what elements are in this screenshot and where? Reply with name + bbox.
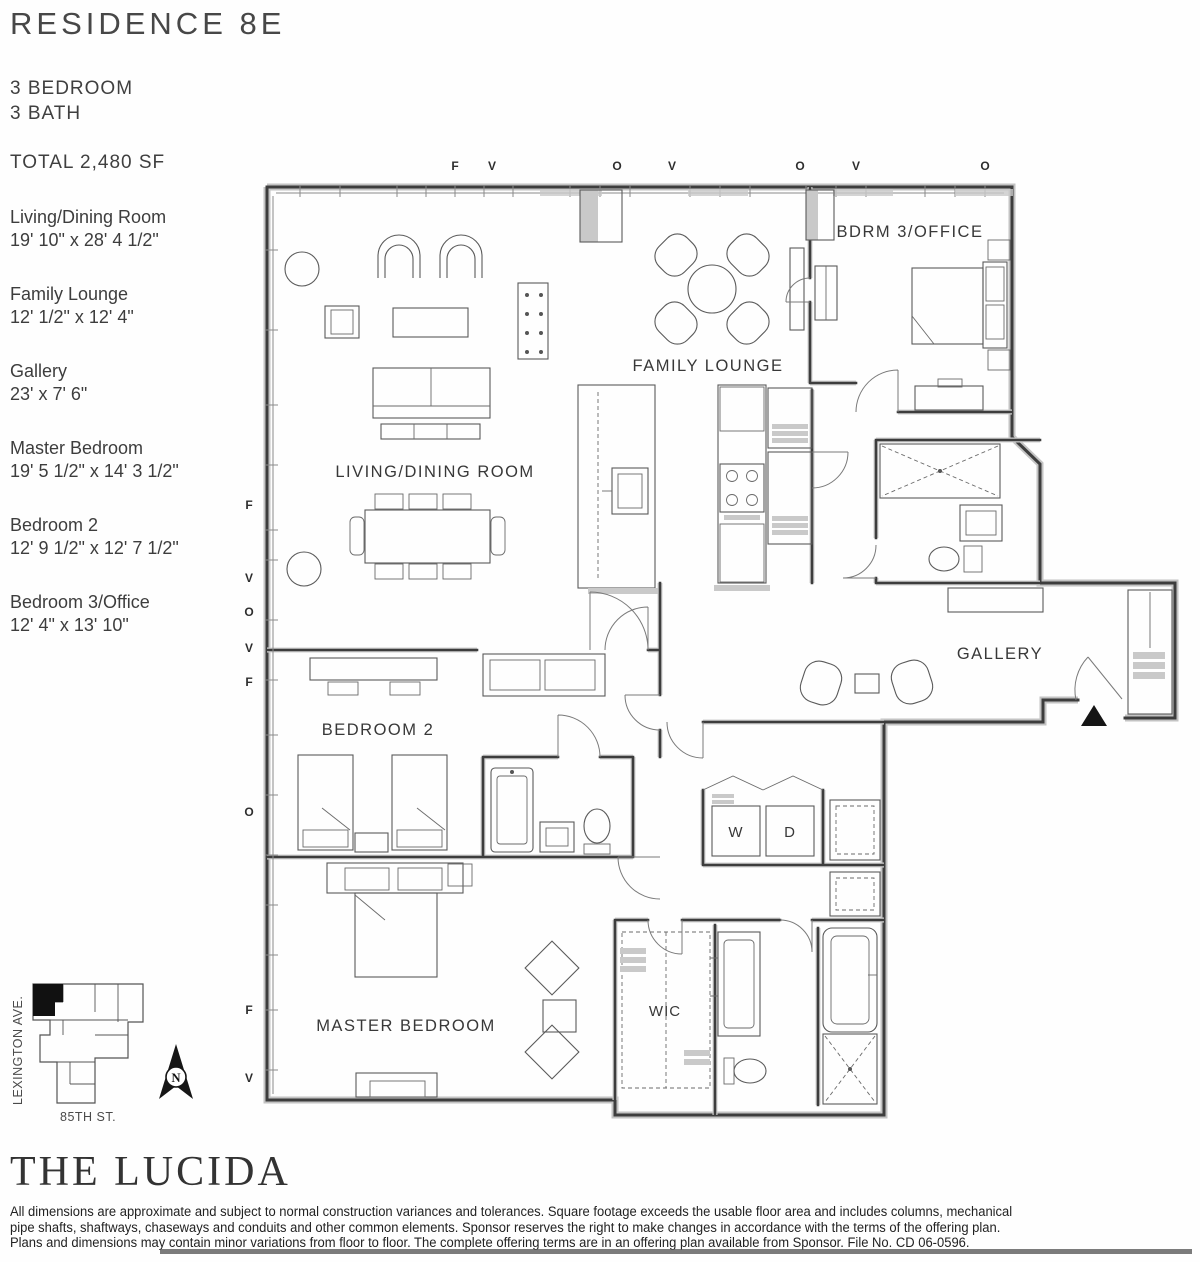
shaft-columns xyxy=(579,189,835,243)
master-bath-fixtures xyxy=(710,927,878,1105)
svg-text:O: O xyxy=(244,805,253,819)
key-plan: LEXINGTON AVE. 85TH ST. xyxy=(11,983,144,1124)
bottom-edge-bar xyxy=(160,1249,1192,1254)
label-gallery: GALLERY xyxy=(957,645,1043,663)
gallery-furniture xyxy=(799,587,1173,726)
bath-count: 3 BATH xyxy=(10,103,82,124)
bedroom3-furniture xyxy=(911,239,1011,411)
master-bedroom-furniture xyxy=(326,862,580,1098)
svg-text:F: F xyxy=(245,1003,252,1017)
wic-closet xyxy=(620,931,711,1089)
svg-text:O: O xyxy=(244,605,253,619)
label-family-lounge: FAMILY LOUNGE xyxy=(633,357,784,375)
disclaimer-line: All dimensions are approximate and subje… xyxy=(10,1204,1013,1219)
label-dryer: D xyxy=(784,824,796,841)
window-markers: F V O V O V O F V O V F O F V xyxy=(244,159,989,1085)
page-title: RESIDENCE 8E xyxy=(10,6,286,41)
disclaimer: All dimensions are approximate and subje… xyxy=(10,1204,1198,1251)
svg-text:V: V xyxy=(668,159,676,173)
label-washer: W xyxy=(728,824,743,841)
interior-walls xyxy=(265,185,1042,1117)
label-living-dining: LIVING/DINING ROOM xyxy=(335,463,534,481)
label-master-bedroom: MASTER BEDROOM xyxy=(316,1017,496,1035)
door-swings xyxy=(557,277,1123,955)
north-letter: N xyxy=(171,1071,180,1085)
svg-text:V: V xyxy=(245,641,253,655)
kitchen xyxy=(577,384,813,594)
label-wic: WIC xyxy=(649,1003,681,1020)
laundry-closet xyxy=(702,775,881,917)
bedroom-count: 3 BEDROOM xyxy=(10,78,134,99)
entry-marker xyxy=(1081,705,1107,726)
bath2-fixtures xyxy=(490,767,611,855)
street-label: 85TH ST. xyxy=(60,1110,116,1124)
disclaimer-line: Plans and dimensions may contain minor v… xyxy=(10,1235,970,1250)
svg-text:F: F xyxy=(245,498,252,512)
svg-text:O: O xyxy=(980,159,989,173)
bath3-fixtures xyxy=(879,443,1003,573)
label-bdrm3-office: BDRM 3/OFFICE xyxy=(837,223,984,241)
room-labels: LIVING/DINING ROOM FAMILY LOUNGE BDRM 3/… xyxy=(316,223,1043,1035)
svg-text:O: O xyxy=(612,159,621,173)
svg-text:O: O xyxy=(795,159,804,173)
total-sf: TOTAL 2,480 SF xyxy=(10,152,166,173)
svg-text:V: V xyxy=(245,1071,253,1085)
svg-text:F: F xyxy=(451,159,458,173)
disclaimer-line: pipe shafts, shaftways, chaseways and co… xyxy=(10,1219,1001,1235)
bedroom2-furniture xyxy=(297,653,606,853)
exterior-walls xyxy=(263,183,1179,1119)
compass-north-icon: N xyxy=(159,1044,193,1099)
svg-text:V: V xyxy=(852,159,860,173)
bed-bath-summary: 3 BEDROOM 3 BATH xyxy=(10,76,133,126)
avenue-label: LEXINGTON AVE. xyxy=(11,996,25,1105)
living-dining-furniture xyxy=(284,234,549,587)
unit-highlight xyxy=(33,984,63,1016)
label-bedroom2: BEDROOM 2 xyxy=(322,721,435,739)
svg-text:V: V xyxy=(245,571,253,585)
window-glazing xyxy=(265,185,1013,1094)
brand-logotype: THE LUCIDA xyxy=(10,1149,291,1195)
svg-text:F: F xyxy=(245,675,252,689)
svg-text:V: V xyxy=(488,159,496,173)
